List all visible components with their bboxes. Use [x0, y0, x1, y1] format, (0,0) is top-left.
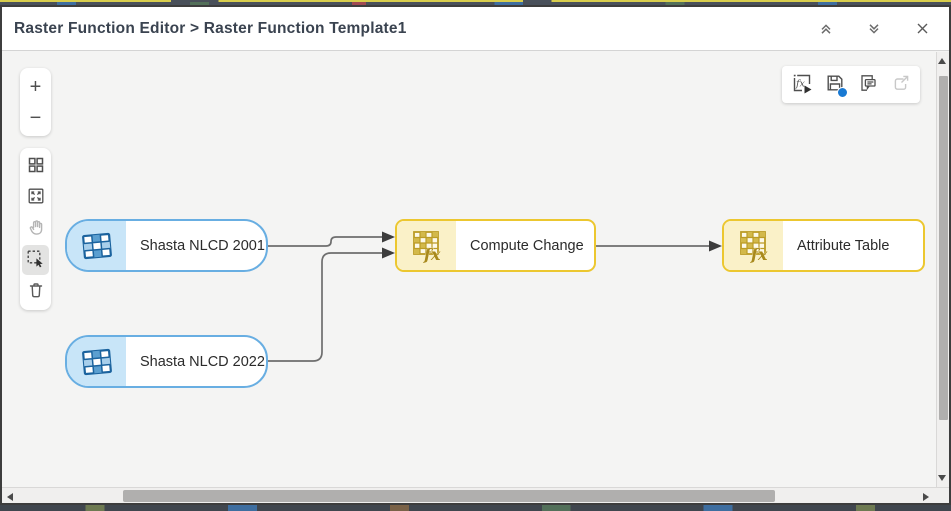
horizontal-scrollbar[interactable] [2, 487, 949, 503]
raster-icon [67, 221, 126, 270]
zoom-to-fit-button[interactable] [20, 182, 51, 213]
zoom-toolbar: + − [20, 68, 51, 136]
apply-function-button[interactable]: fx [785, 68, 818, 101]
export-button [884, 68, 917, 101]
scroll-left-arrow-icon[interactable] [7, 493, 13, 501]
function-raster-icon: fx [397, 221, 456, 270]
node-function-compute-change[interactable]: fx Compute Change [395, 219, 596, 272]
page-title: Raster Function Editor > Raster Function… [14, 19, 407, 37]
node-label: Shasta NLCD 2022 [140, 353, 265, 370]
vertical-scrollbar-thumb[interactable] [939, 76, 948, 420]
save-button[interactable] [818, 68, 851, 101]
properties-icon [858, 73, 878, 96]
node-label: Shasta NLCD 2001 [140, 237, 265, 254]
raster-icon [67, 337, 126, 386]
node-label: Attribute Table [797, 237, 890, 254]
diagram-canvas[interactable]: + − [2, 52, 949, 503]
collapse-button[interactable] [811, 14, 841, 44]
scroll-up-arrow-icon[interactable] [938, 58, 946, 64]
select-button[interactable] [22, 245, 49, 275]
node-raster-shasta-nlcd-2001[interactable]: Shasta NLCD 2001 [65, 219, 268, 272]
vertical-scrollbar[interactable] [936, 52, 949, 487]
save-icon [825, 73, 845, 96]
close-icon [915, 21, 930, 36]
expand-button[interactable] [859, 14, 889, 44]
scroll-right-arrow-icon[interactable] [923, 493, 929, 501]
node-function-attribute-table[interactable]: fx Attribute Table [722, 219, 925, 272]
fx-glyph: fx [750, 245, 768, 263]
grid-layout-icon [27, 156, 45, 177]
node-label: Compute Change [470, 237, 584, 254]
raster-function-editor-dialog: Raster Function Editor > Raster Function… [0, 5, 951, 505]
auto-layout-button[interactable] [20, 151, 51, 182]
fit-extent-icon [27, 187, 45, 208]
properties-button[interactable] [851, 68, 884, 101]
function-toolbar: fx [782, 66, 920, 103]
connector-layer [268, 231, 722, 362]
scroll-down-arrow-icon[interactable] [938, 475, 946, 481]
underlying-page-bottom-edge [0, 505, 951, 511]
underlying-page-top-edge [0, 0, 951, 5]
zoom-out-button[interactable]: − [20, 102, 51, 133]
fx-glyph: fx [423, 245, 441, 263]
fx-glyph: fx [795, 79, 806, 90]
node-raster-shasta-nlcd-2022[interactable]: Shasta NLCD 2022 [65, 335, 268, 388]
chevrons-up-icon [818, 21, 834, 37]
pan-button[interactable] [20, 213, 51, 244]
hand-icon [27, 218, 45, 239]
titlebar: Raster Function Editor > Raster Function… [2, 7, 949, 51]
delete-button[interactable] [20, 276, 51, 307]
trash-icon [27, 281, 45, 302]
horizontal-scrollbar-thumb[interactable] [123, 490, 775, 502]
export-icon [891, 73, 911, 96]
tools-toolbar [20, 148, 51, 310]
zoom-in-button[interactable]: + [20, 71, 51, 102]
close-button[interactable] [907, 14, 937, 44]
unsaved-changes-dot [837, 87, 848, 98]
fx-apply-icon: fx [791, 72, 813, 97]
function-raster-icon: fx [724, 221, 783, 270]
marquee-select-icon [26, 249, 45, 271]
chevrons-down-icon [866, 21, 882, 37]
